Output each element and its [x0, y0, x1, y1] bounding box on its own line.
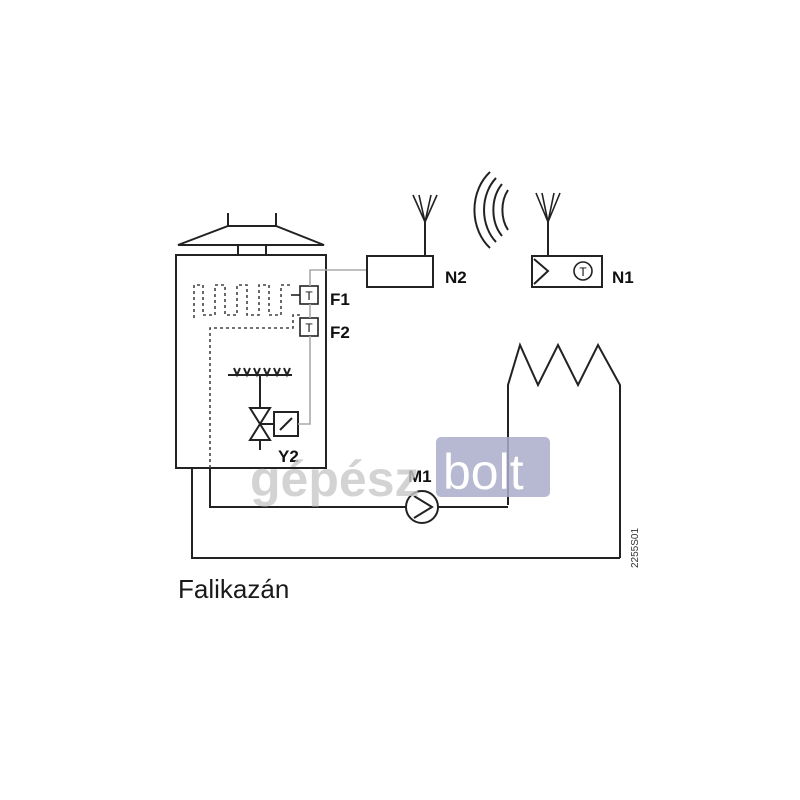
watermark-logo: gépész bolt: [250, 437, 550, 507]
label-y2: Y2: [278, 447, 299, 466]
burner: [228, 367, 292, 408]
receiver-n2: [366, 194, 438, 288]
boiler-housing: [175, 254, 327, 469]
sensor-f1-t: T: [305, 289, 313, 303]
supply-pipe: [209, 468, 406, 508]
signal-wiring: [298, 269, 367, 425]
pump-m1: [405, 490, 439, 524]
f2-sensor-line: [209, 314, 300, 468]
label-n1: N1: [612, 268, 634, 287]
heat-exchanger-coil: [193, 284, 291, 318]
label-n2: N2: [445, 268, 467, 287]
label-f1: F1: [330, 290, 350, 309]
label-m1: M1: [408, 467, 432, 486]
watermark-right-text: bolt: [443, 444, 524, 500]
sensor-f2-t: T: [305, 321, 313, 335]
boiler-flue-hood: [177, 225, 325, 246]
wireless-signal-icon: [473, 171, 509, 249]
watermark-box: [436, 437, 550, 497]
diagram-caption: Falikazán: [178, 574, 289, 604]
radiator: [507, 342, 621, 558]
figure-code: 2255S01: [630, 528, 641, 568]
boiler: [175, 213, 327, 469]
gas-valve-y2: [248, 407, 299, 450]
thermostat-t: T: [579, 265, 587, 279]
sensor-f2: T: [299, 317, 319, 337]
sensor-f1: T: [299, 285, 319, 305]
label-f2: F2: [330, 323, 350, 342]
room-thermostat-n1: [531, 192, 603, 288]
watermark-left-text: gépész: [250, 451, 420, 507]
return-pipe: [191, 468, 620, 559]
